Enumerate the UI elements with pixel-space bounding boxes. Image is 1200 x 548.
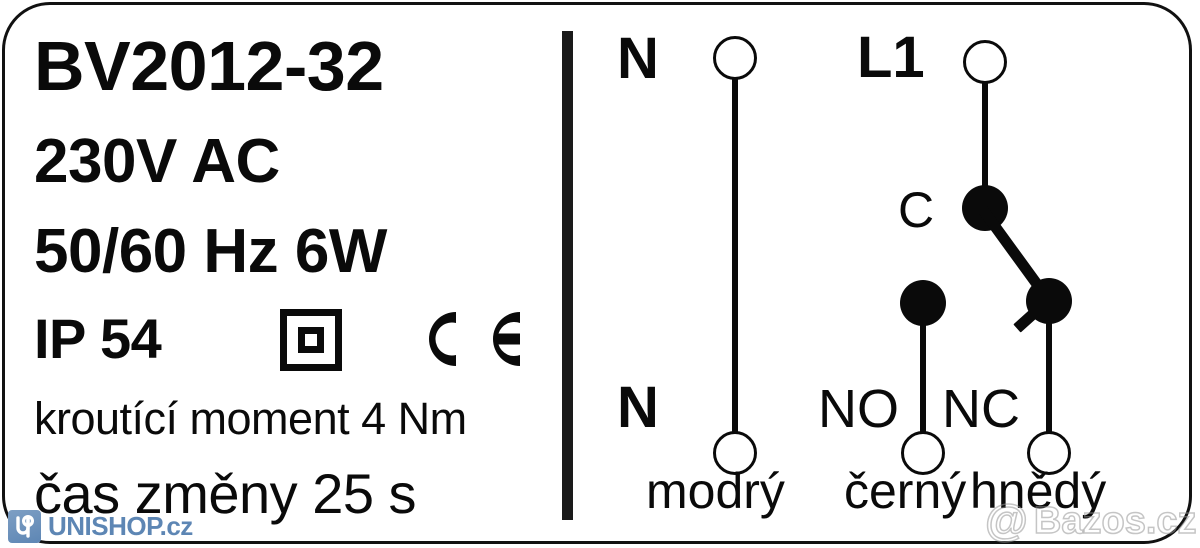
specification-column: BV2012-32 230V AC 50/60 Hz 6W IP 54 krou… xyxy=(34,18,534,525)
terminal-label-c: C xyxy=(898,182,935,238)
unishop-mark-icon xyxy=(8,509,41,543)
bazos-watermark-text: Bazos.cz xyxy=(1033,499,1197,543)
model-number: BV2012-32 xyxy=(34,27,384,105)
terminal-n-bottom-circle xyxy=(713,431,757,475)
wire-no-vertical xyxy=(920,320,926,434)
unishop-logo[interactable]: UNISHOP.cz xyxy=(8,509,193,543)
wiring-diagram: N N modrý L1 C NO černý NC hnědý xyxy=(580,0,1200,547)
contact-node-no xyxy=(900,280,946,326)
terminal-label-n-top: N xyxy=(617,26,659,91)
switch-time-spec: čas změny 25 s xyxy=(34,462,417,525)
terminal-label-no: NO xyxy=(818,379,899,439)
wire-neutral-vertical xyxy=(732,78,738,434)
terminal-nc-circle xyxy=(1027,431,1071,475)
double-insulation-class-2-icon xyxy=(280,309,342,371)
double-insulation-inner-square xyxy=(298,327,324,353)
terminal-label-l1: L1 xyxy=(857,25,925,90)
terminal-n-top-circle xyxy=(713,36,757,80)
terminal-label-nc: NC xyxy=(942,379,1020,439)
bazos-at-icon: @ xyxy=(984,495,1028,546)
terminal-no-circle xyxy=(901,431,945,475)
vertical-divider xyxy=(562,31,573,520)
torque-spec: kroutící moment 4 Nm xyxy=(34,393,467,444)
voltage-rating: 230V AC xyxy=(34,127,280,196)
ce-mark-icon xyxy=(412,306,532,372)
frequency-power-rating: 50/60 Hz 6W xyxy=(34,217,387,286)
wire-l1-to-common xyxy=(982,82,988,196)
bazos-watermark: @ Bazos.cz xyxy=(984,495,1197,546)
wire-color-label-neutral: modrý xyxy=(646,463,785,519)
terminal-l1-circle xyxy=(963,40,1007,84)
wire-color-label-nc: hnědý xyxy=(970,463,1107,519)
terminal-label-n-bottom: N xyxy=(617,375,659,440)
ip-rating: IP 54 xyxy=(34,307,162,370)
wire-nc-vertical xyxy=(1046,318,1052,434)
unishop-logo-text: UNISHOP.cz xyxy=(48,510,193,541)
wire-color-label-no: černý xyxy=(844,463,967,519)
contact-node-nc xyxy=(1026,278,1072,324)
